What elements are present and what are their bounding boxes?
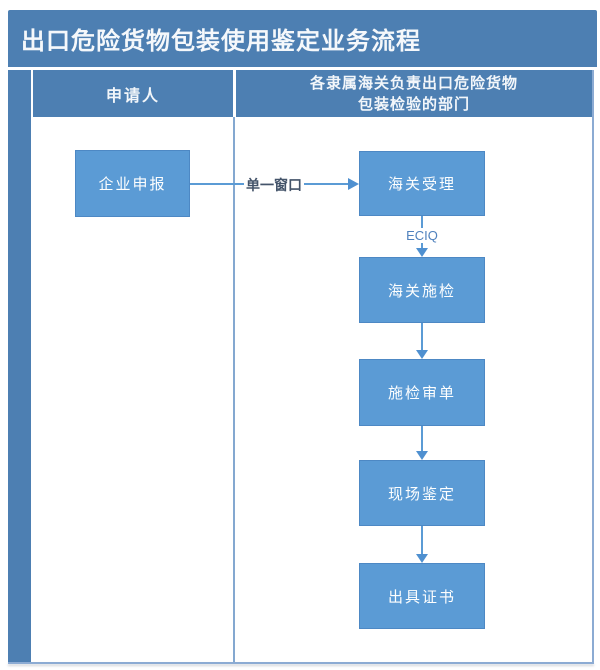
lane-header-customs-line2: 包装检验的部门 <box>357 95 470 113</box>
arrow-down-icon <box>416 554 428 563</box>
node-enterprise-declaration: 企业申报 <box>75 150 190 217</box>
node-customs-inspection: 海关施检 <box>359 257 485 323</box>
lane-header-customs: 各隶属海关负责出口危险货物 包装检验的部门 <box>236 70 592 117</box>
lane-divider-line <box>233 117 235 663</box>
node-inspection-document-review: 施检审单 <box>359 359 485 426</box>
node-issue-certificate: 出具证书 <box>359 563 485 629</box>
node-label: 海关施检 <box>387 282 456 300</box>
diagram-bottom-border <box>8 662 594 664</box>
diagram-right-border <box>592 70 594 664</box>
edge-line-inspect-to-review <box>421 323 423 350</box>
page-title: 出口危险货物包装使用鉴定业务流程 <box>21 28 421 55</box>
arrow-right-icon <box>348 178 359 190</box>
lane-header-customs-line1: 各隶属海关负责出口危险货物 <box>309 74 518 92</box>
edge-line-review-to-onsite <box>421 426 423 451</box>
arrow-down-icon <box>416 350 428 359</box>
node-label: 企业申报 <box>98 176 167 193</box>
node-label: 现场鉴定 <box>387 485 456 503</box>
arrow-down-icon <box>416 451 428 460</box>
edge-line-onsite-to-issue <box>421 526 423 554</box>
lane-header-applicant-label: 申请人 <box>105 87 160 105</box>
node-label: 海关受理 <box>387 176 456 193</box>
lane-header-applicant: 申请人 <box>33 70 233 117</box>
title-bar: 出口危险货物包装使用鉴定业务流程 <box>8 10 597 67</box>
swimlane-left-strip <box>8 70 31 664</box>
edge-label-single-window: 单一窗口 <box>244 175 304 195</box>
node-onsite-appraisal: 现场鉴定 <box>359 460 485 526</box>
node-customs-acceptance: 海关受理 <box>359 151 485 216</box>
node-label: 施检审单 <box>387 385 456 402</box>
arrow-down-icon <box>416 248 428 257</box>
edge-label-eciq: ECIQ <box>403 228 441 243</box>
node-label: 出具证书 <box>387 588 456 606</box>
